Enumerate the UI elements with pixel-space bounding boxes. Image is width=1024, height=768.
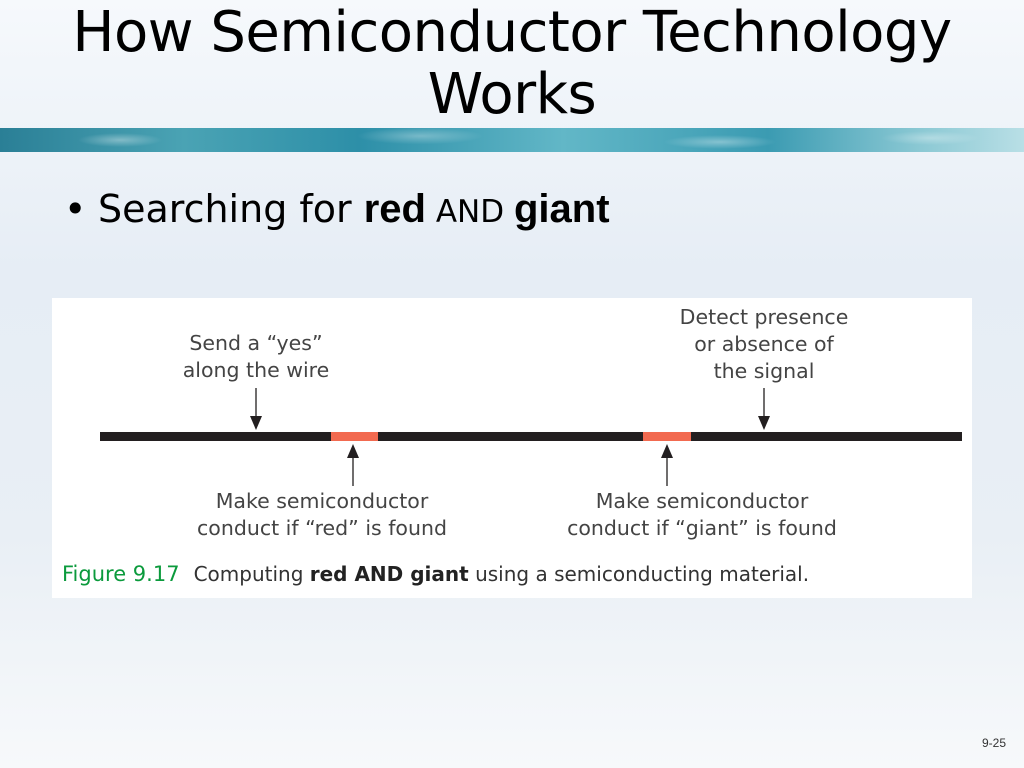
bullet-prefix: Searching for xyxy=(98,187,364,231)
bullet-operator: AND xyxy=(425,194,514,230)
title-line-2: Works xyxy=(427,62,597,127)
figure-semiconductor-diagram: Send a “yes” along the wire Detect prese… xyxy=(52,298,972,598)
arrow-send xyxy=(250,388,262,430)
wire xyxy=(100,432,962,441)
arrow-detect xyxy=(758,388,770,430)
figure-caption: Figure 9.17 Computing red AND giant using… xyxy=(62,562,809,586)
title-line-1: How Semiconductor Technology xyxy=(72,0,952,65)
bullet-term-red: red xyxy=(363,187,426,231)
label-send-yes: Send a “yes” along the wire xyxy=(182,331,330,382)
slide-title: How Semiconductor Technology Works xyxy=(0,2,1024,126)
label-detect-signal: Detect presence or absence of the signal xyxy=(679,305,849,383)
caption-bold: red AND giant xyxy=(309,562,469,586)
decorative-water-band xyxy=(0,128,1024,152)
semiconductor-red xyxy=(331,432,378,441)
figure-number: Figure 9.17 xyxy=(62,562,180,586)
page-number: 9-25 xyxy=(981,736,1006,750)
arrow-red xyxy=(347,444,359,486)
bullet-marker: • xyxy=(64,187,87,231)
caption-suffix: using a semiconducting material. xyxy=(468,562,810,586)
label-conduct-red: Make semiconductor conduct if “red” is f… xyxy=(197,489,447,540)
arrow-giant xyxy=(661,444,673,486)
bullet-term-giant: giant xyxy=(513,187,610,231)
bullet-item: •Searching for red AND giant xyxy=(64,184,610,237)
wire-diagram xyxy=(100,388,962,486)
semiconductor-giant xyxy=(643,432,691,441)
caption-prefix: Computing xyxy=(193,562,310,586)
label-conduct-giant: Make semiconductor conduct if “giant” is… xyxy=(567,489,837,540)
